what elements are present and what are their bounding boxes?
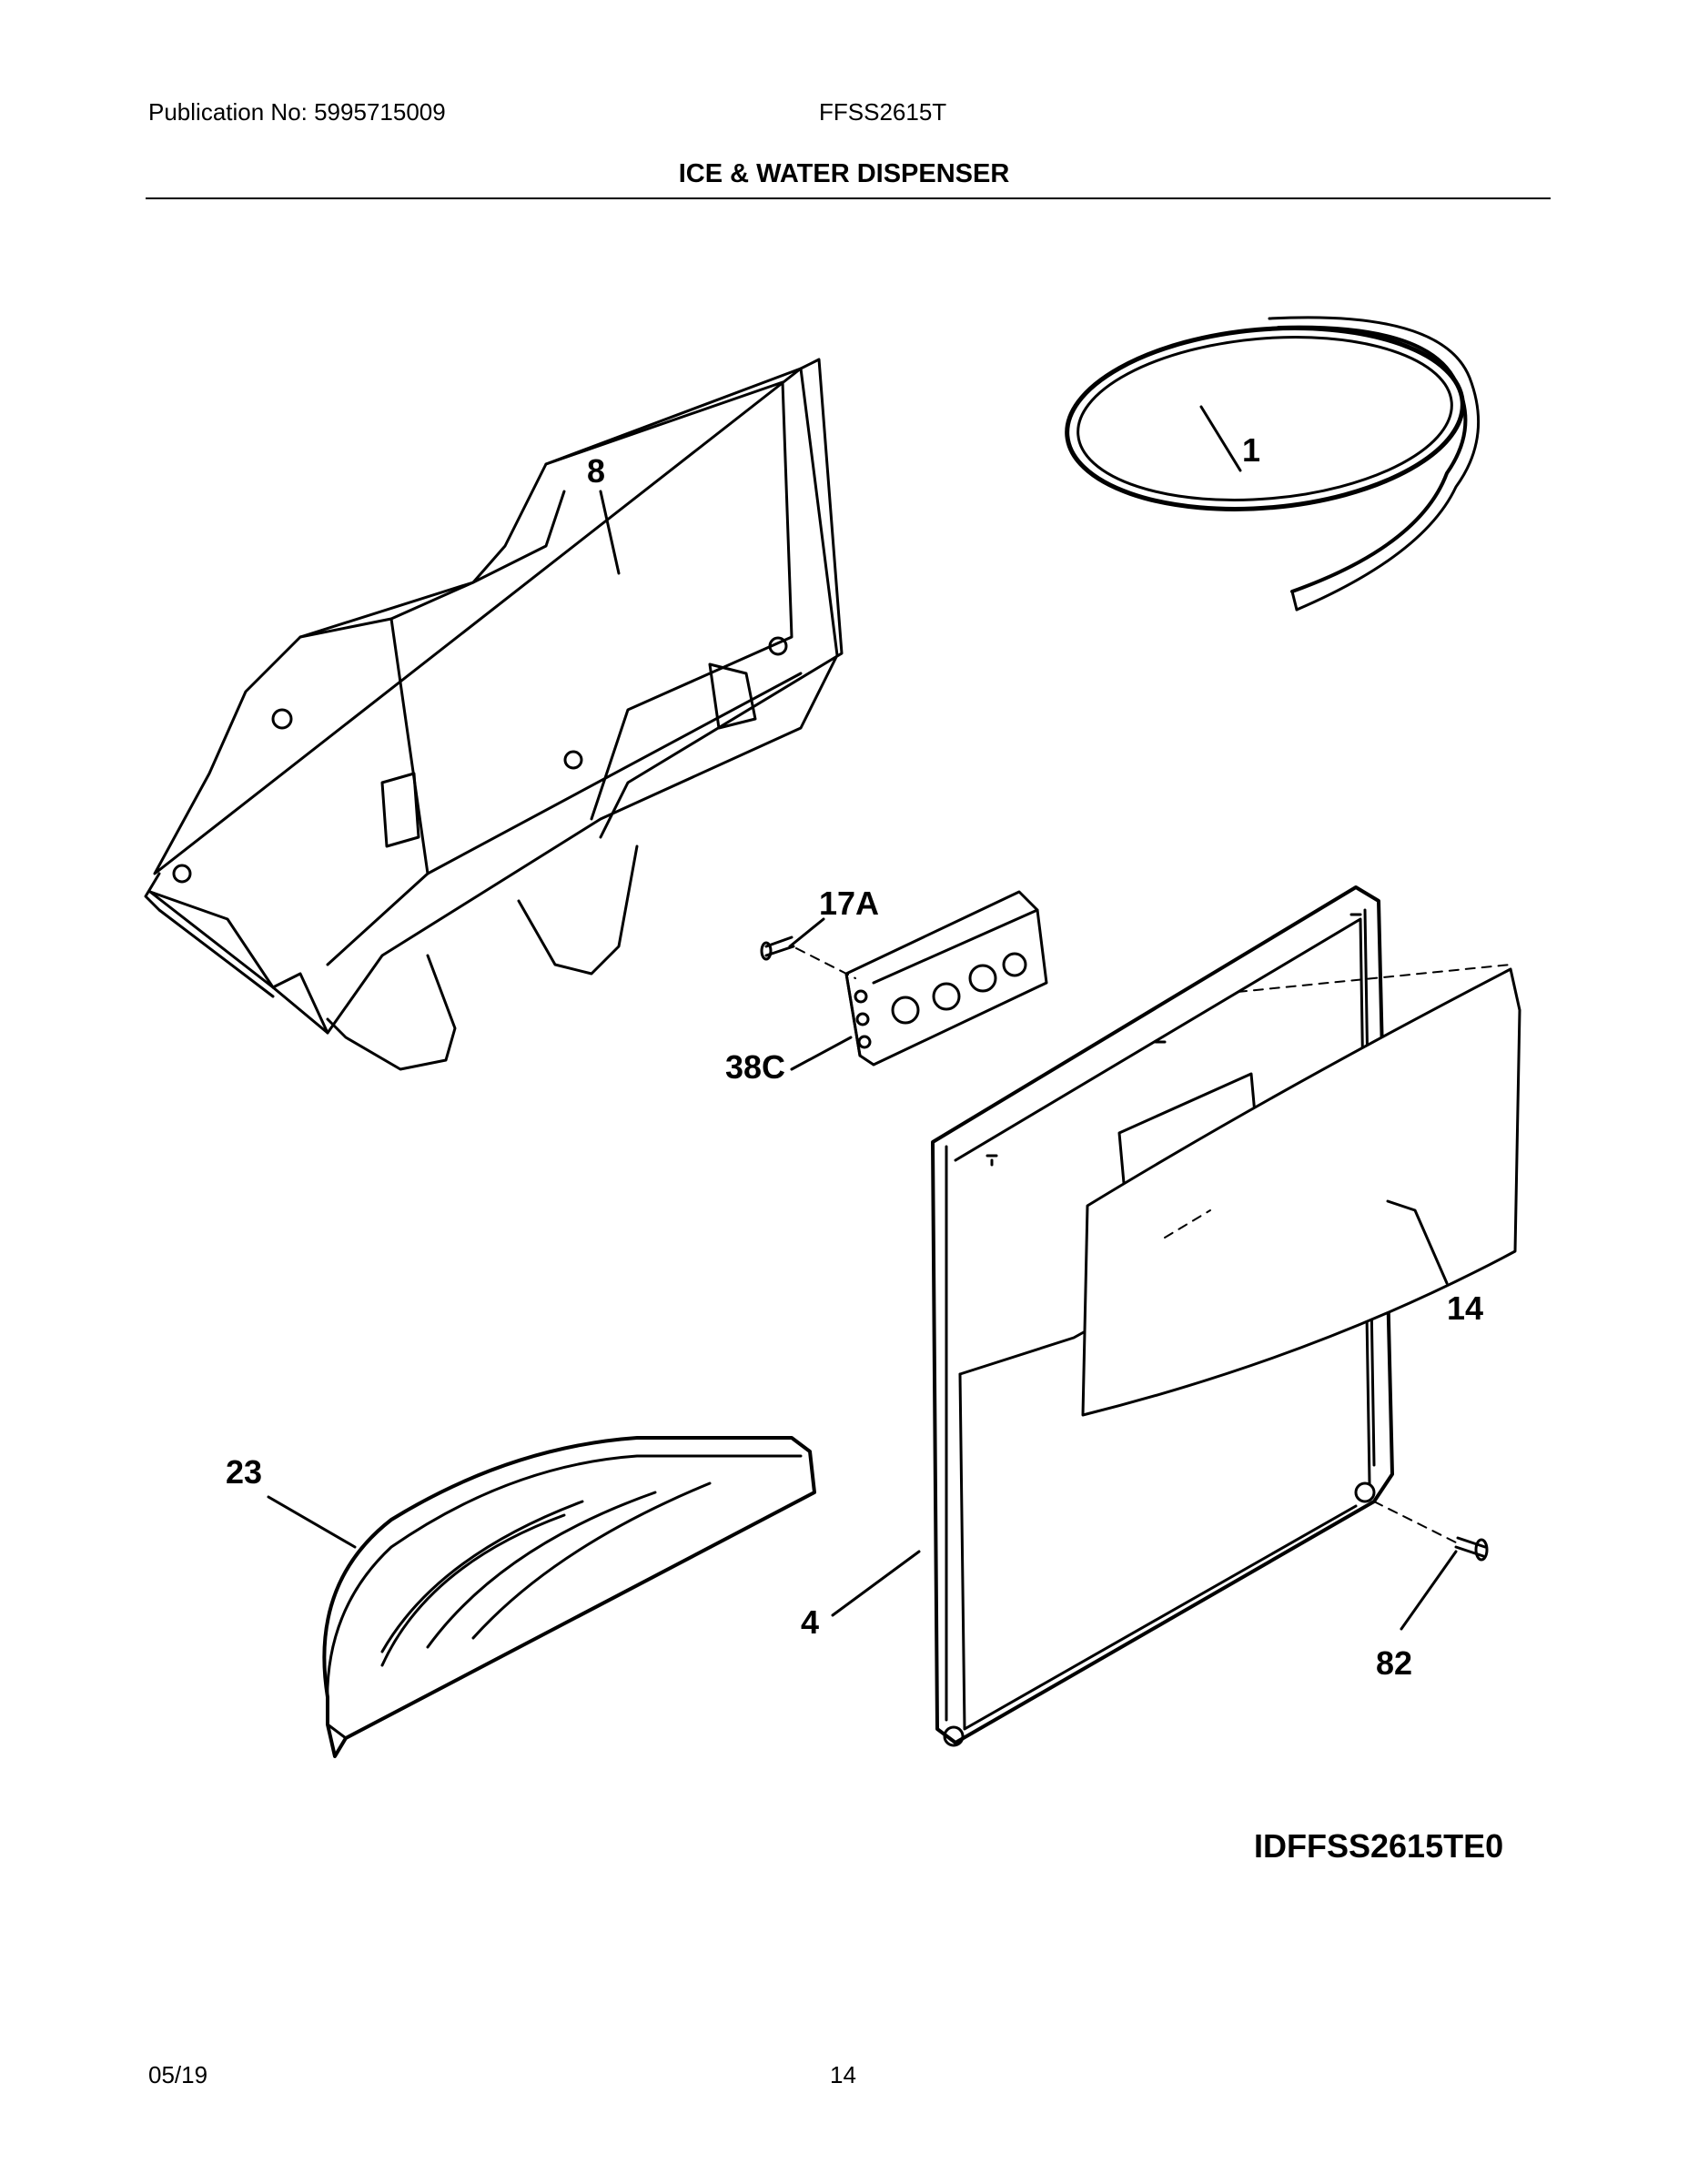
callout-38c: 38C — [725, 1048, 785, 1086]
page-title: ICE & WATER DISPENSER — [678, 159, 1010, 188]
callout-23: 23 — [226, 1453, 262, 1491]
water-tube-coil — [1065, 316, 1481, 612]
callout-17a: 17A — [819, 885, 879, 922]
callout-82: 82 — [1376, 1644, 1412, 1682]
model-number: FFSS2615T — [819, 98, 947, 126]
callout-1: 1 — [1242, 431, 1260, 469]
page-number: 14 — [830, 2061, 856, 2088]
drip-tray-23 — [322, 1436, 816, 1758]
callout-labels: 1 8 17A 38C 14 23 4 82 — [226, 431, 1483, 1682]
callout-8: 8 — [587, 452, 605, 490]
leader-lines — [267, 405, 1458, 1631]
overlay-panel-14 — [1081, 964, 1521, 1417]
footer-date: 05/19 — [148, 2061, 208, 2088]
callout-14: 14 — [1447, 1289, 1483, 1327]
screw-82 — [1373, 1501, 1489, 1562]
header-divider — [146, 197, 1551, 199]
dispenser-housing — [144, 358, 844, 1071]
control-board-38c — [844, 890, 1048, 1067]
screw-17a — [760, 935, 856, 979]
callout-4: 4 — [801, 1603, 819, 1641]
publication-number: Publication No: 5995715009 — [148, 98, 446, 126]
diagram-id: IDFFSS2615TE0 — [1254, 1827, 1504, 1865]
